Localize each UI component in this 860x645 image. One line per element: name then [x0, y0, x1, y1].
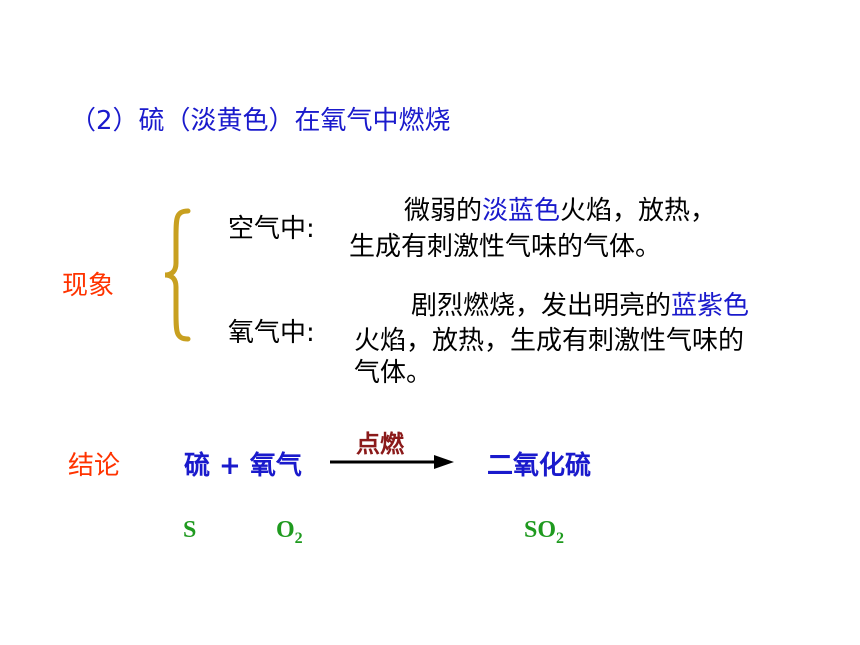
oxygen-label: 氧气中: — [228, 318, 315, 348]
conclusion-label: 结论 — [68, 451, 121, 481]
reaction-condition: 点燃 — [356, 430, 404, 458]
oxygen-line-1: 剧烈燃烧，发出明亮的蓝紫色 — [411, 291, 750, 321]
oxygen-line-3: 气体。 — [354, 358, 433, 388]
reaction-arrow-icon — [330, 455, 454, 469]
air-label: 空气中: — [228, 214, 315, 244]
air-line-2: 生成有刺激性气味的气体。 — [349, 232, 662, 262]
formula-o2: O2 — [276, 517, 303, 547]
product-text: 二氧化硫 — [487, 451, 592, 481]
formula-s: S — [183, 517, 197, 543]
oxygen-line-2: 火焰，放热，生成有刺激性气味的 — [354, 326, 745, 356]
slide-title: （2）硫（淡黄色）在氧气中燃烧 — [70, 106, 451, 136]
phenomenon-label: 现象 — [62, 271, 115, 301]
reactants-text: 硫 + 氧气 — [184, 451, 302, 481]
curly-brace-icon — [164, 208, 191, 342]
formula-so2: SO2 — [524, 517, 565, 547]
air-line-1: 微弱的淡蓝色火焰，放热， — [404, 196, 717, 226]
